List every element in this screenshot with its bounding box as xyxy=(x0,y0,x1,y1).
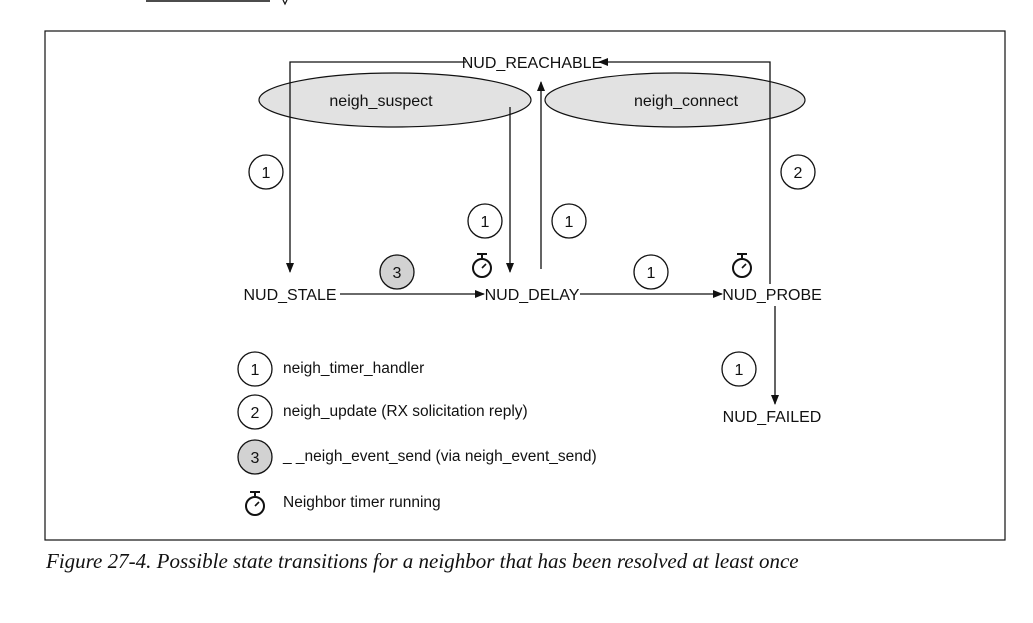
stopwatch-icon xyxy=(245,491,265,516)
legend-number: 1 xyxy=(251,362,260,379)
legend: 1 neigh_timer_handler 2 neigh_update (RX… xyxy=(237,351,597,516)
figure-caption: Figure 27-4. Possible state transitions … xyxy=(46,549,799,573)
badge-number: 1 xyxy=(735,362,744,379)
figure-frame xyxy=(44,30,1006,541)
state-stale: NUD_STALE xyxy=(243,287,336,304)
badge-number: 1 xyxy=(565,214,574,231)
badge-delay-from-suspect: 1 xyxy=(467,203,503,239)
clipped-top-mark xyxy=(282,0,288,6)
badge-reachable-to-stale: 1 xyxy=(248,154,284,190)
badge-number: 3 xyxy=(393,265,402,282)
badge-number: 1 xyxy=(481,214,490,231)
legend-label: neigh_update (RX solicitation reply) xyxy=(283,403,528,420)
region-connect-label: neigh_connect xyxy=(634,93,739,110)
legend-item: 3 _ _neigh_event_send (via neigh_event_s… xyxy=(237,439,597,475)
legend-number: 3 xyxy=(251,450,260,467)
badge-number: 2 xyxy=(794,165,803,182)
region-suspect-label: neigh_suspect xyxy=(329,93,433,110)
stopwatch-icon xyxy=(732,253,752,278)
badge-stale-to-delay: 3 xyxy=(379,254,415,290)
badge-number: 1 xyxy=(647,265,656,282)
legend-number: 2 xyxy=(251,405,260,422)
badge-delay-to-probe: 1 xyxy=(633,254,669,290)
legend-label: neigh_timer_handler xyxy=(283,360,424,377)
legend-item: 1 neigh_timer_handler xyxy=(237,351,424,387)
state-delay: NUD_DELAY xyxy=(485,287,580,304)
legend-item: Neighbor timer running xyxy=(245,491,441,516)
badge-delay-to-reachable: 1 xyxy=(551,203,587,239)
badge-probe-to-reachable: 2 xyxy=(780,154,816,190)
stopwatch-icon xyxy=(472,253,492,278)
legend-timer-label: Neighbor timer running xyxy=(283,494,441,511)
edge-reachable-to-stale xyxy=(286,61,466,273)
region-suspect xyxy=(258,72,532,128)
legend-label: _ _neigh_event_send (via neigh_event_sen… xyxy=(282,448,597,465)
state-failed: NUD_FAILED xyxy=(723,409,822,426)
badge-number: 1 xyxy=(262,165,271,182)
state-reachable: NUD_REACHABLE xyxy=(462,55,602,72)
badge-probe-to-failed: 1 xyxy=(721,351,757,387)
edge-probe-to-reachable xyxy=(598,58,771,284)
region-connect xyxy=(544,72,806,128)
legend-item: 2 neigh_update (RX solicitation reply) xyxy=(237,394,528,430)
state-probe: NUD_PROBE xyxy=(722,287,822,304)
